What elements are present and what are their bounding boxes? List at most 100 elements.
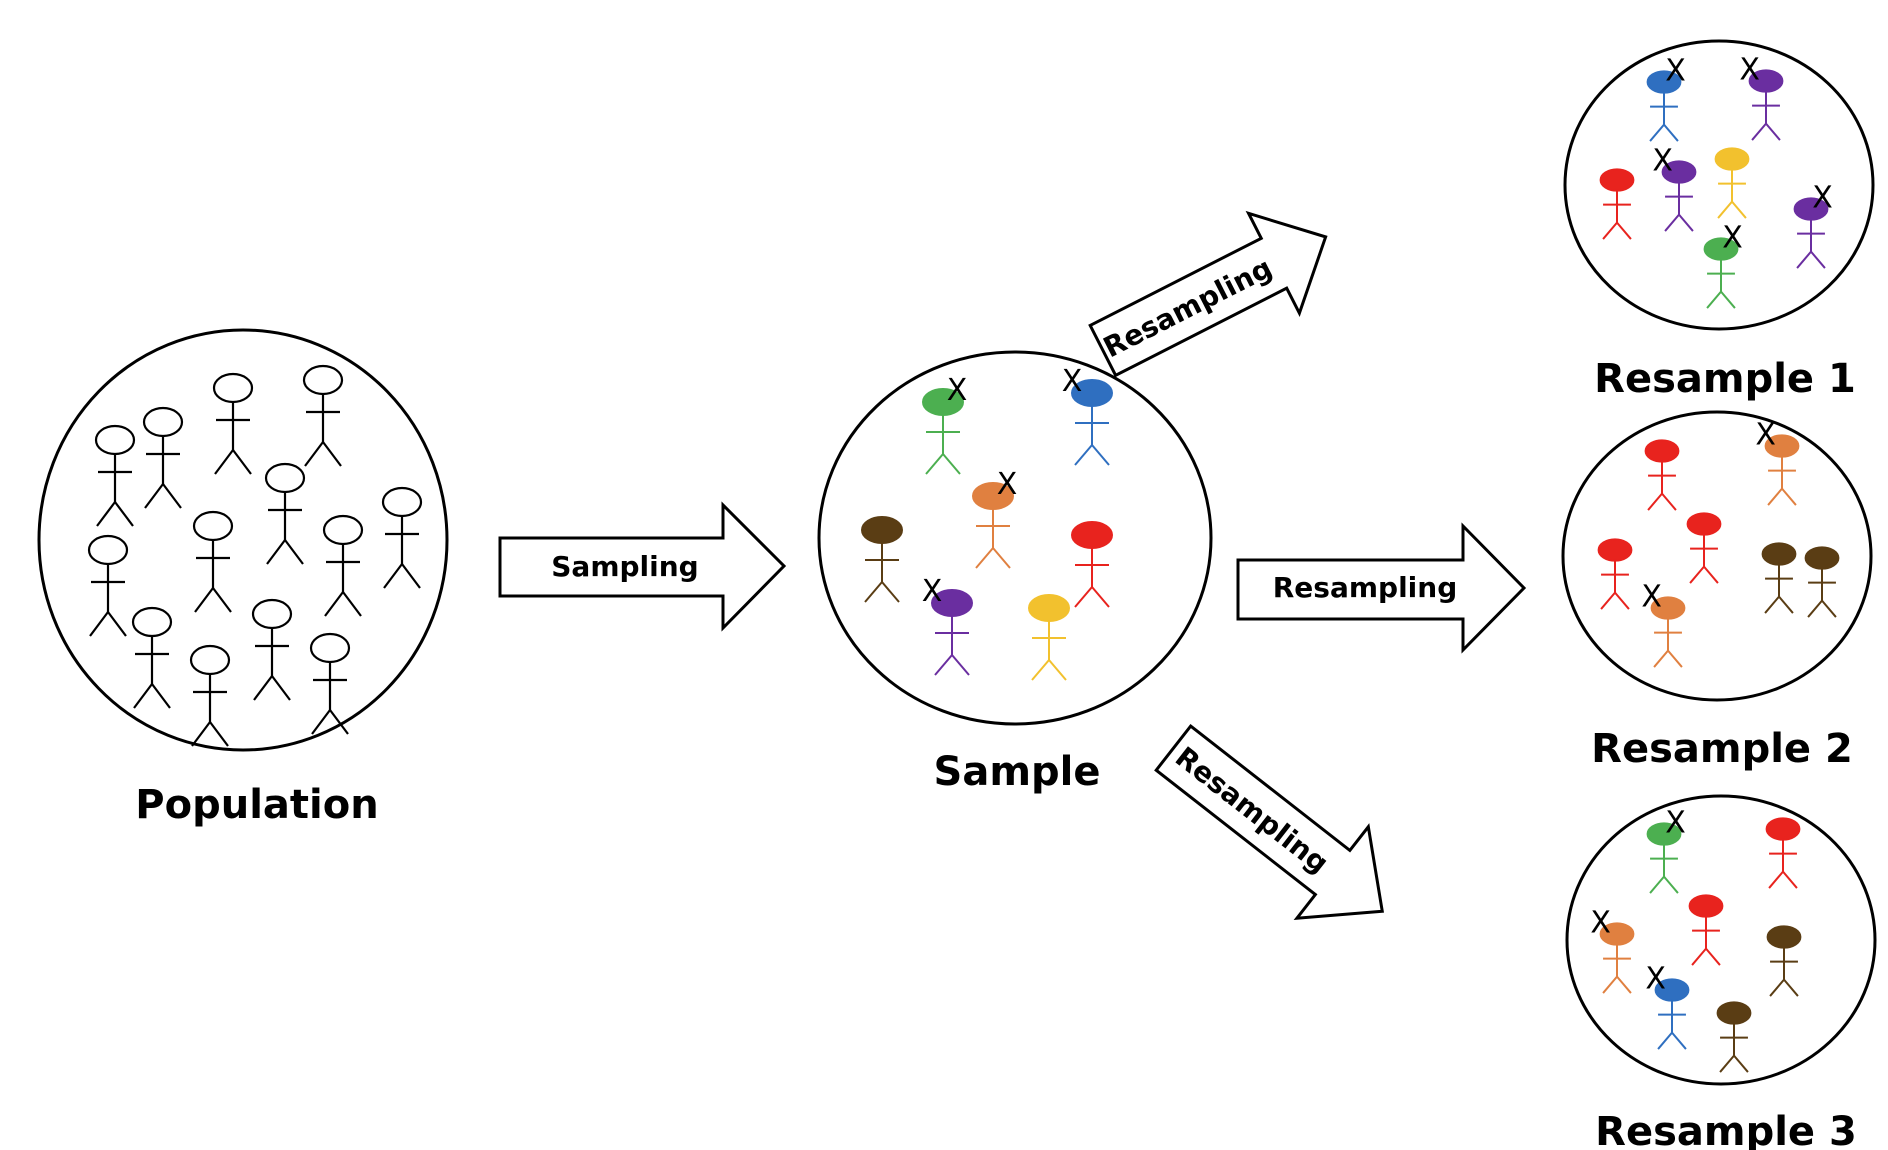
figure-leg (114, 501, 134, 527)
figure-head (131, 606, 173, 638)
figure-leg (1602, 221, 1618, 240)
figure-leg (1671, 1031, 1687, 1050)
figure-leg (925, 453, 944, 475)
x-marker: X (1812, 180, 1833, 215)
figure-head (1644, 439, 1680, 463)
figure-leg (191, 721, 211, 747)
x-marker: X (1590, 905, 1611, 940)
blue-figure (1646, 70, 1682, 142)
stick-figure (251, 598, 293, 701)
figure-head (94, 424, 136, 456)
stick-figure (212, 372, 254, 475)
figure-leg (96, 501, 116, 527)
figure-leg (1705, 947, 1721, 966)
resample-2-people: XX (1597, 417, 1840, 668)
figure-leg (284, 539, 304, 565)
figure-leg (401, 563, 421, 589)
green-figure (1703, 237, 1739, 309)
green-figure (1646, 822, 1682, 894)
stick-figure (322, 514, 364, 617)
figure-head (1599, 168, 1635, 192)
figure-leg (1720, 290, 1736, 309)
purple-figure (1661, 160, 1697, 232)
red-figure (1071, 521, 1113, 608)
brown-figure (1804, 546, 1840, 618)
x-marker: X (1739, 52, 1760, 87)
figure-leg (1810, 250, 1826, 269)
figure-head (1804, 546, 1840, 570)
figure-leg (1649, 875, 1665, 894)
resample-3-group: XXX Resample 3 (1565, 794, 1877, 1150)
figure-head (1748, 69, 1784, 93)
figure-leg (1769, 978, 1785, 997)
stick-figure (131, 606, 173, 709)
x-marker: X (1652, 143, 1673, 178)
figure-leg (214, 449, 234, 475)
resampling-arrow-2-shape (1236, 522, 1527, 654)
sampling-arrow-label: Sampling (551, 550, 698, 583)
resample-1-label: Resample 1 (1594, 356, 1856, 402)
figure-leg (864, 581, 883, 603)
figure-leg (151, 683, 171, 709)
figure-leg (133, 683, 153, 709)
figure-leg (1731, 200, 1747, 219)
x-marker: X (1645, 961, 1666, 996)
brown-figure (1766, 925, 1802, 997)
figure-head (302, 364, 344, 396)
figure-leg (1664, 213, 1680, 232)
x-marker: X (1755, 417, 1776, 452)
figure-head (1597, 538, 1633, 562)
red-figure (1644, 439, 1680, 511)
x-marker: X (1665, 805, 1686, 840)
stick-figure (302, 364, 344, 467)
figure-leg (992, 547, 1011, 569)
figure-leg (232, 449, 252, 475)
figure-leg (1661, 492, 1677, 511)
figure-leg (1778, 595, 1794, 614)
figure-head (142, 406, 184, 438)
figure-leg (1783, 978, 1799, 997)
x-marker: X (1641, 579, 1662, 614)
figure-leg (1765, 122, 1781, 141)
figure-leg (342, 591, 362, 617)
figure-leg (1689, 565, 1705, 584)
population-group: Population (37, 328, 449, 828)
figure-leg (209, 721, 229, 747)
resample-3-circle (1565, 794, 1877, 1086)
figure-leg (1821, 599, 1837, 618)
population-circle (37, 328, 449, 752)
figure-leg (1678, 213, 1694, 232)
figure-leg (1600, 591, 1616, 610)
sampling-arrow-shape (498, 501, 787, 632)
x-marker: X (1665, 53, 1686, 88)
figure-leg (1614, 591, 1630, 610)
purple-figure (931, 589, 973, 676)
resampling-arrow-1: Resampling (1088, 210, 1328, 378)
figure-leg (271, 675, 291, 701)
figure-leg (975, 547, 994, 569)
green-figure (922, 388, 964, 475)
figure-leg (942, 453, 961, 475)
figure-leg (322, 441, 342, 467)
figure-head (1766, 925, 1802, 949)
blue-figure (1071, 379, 1113, 466)
figure-head (212, 372, 254, 404)
resampling-arrow-3: Resampling (1154, 723, 1385, 920)
red-figure (1688, 894, 1724, 966)
figure-leg (266, 539, 286, 565)
figure-leg (1703, 565, 1719, 584)
figure-leg (1091, 444, 1110, 466)
figure-leg (1768, 870, 1784, 889)
x-marker: X (947, 373, 968, 408)
figure-leg (324, 591, 344, 617)
figure-leg (1807, 599, 1823, 618)
figure-leg (1663, 875, 1679, 894)
figure-leg (1733, 1054, 1749, 1073)
figure-head (1028, 594, 1070, 622)
purple-figure (1748, 69, 1784, 141)
stick-figure (142, 406, 184, 509)
figure-leg (1781, 487, 1797, 506)
